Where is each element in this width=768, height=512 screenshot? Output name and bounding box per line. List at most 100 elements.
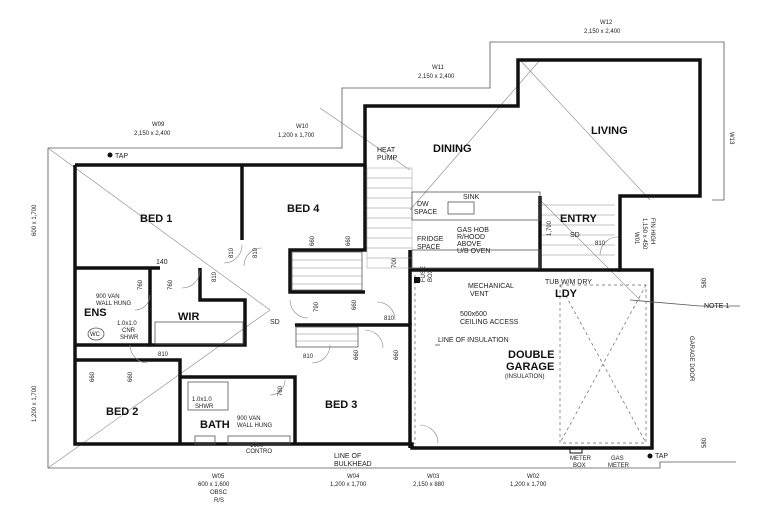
ens-shower-label-3: SHWR xyxy=(120,335,139,341)
room-label-bed2: BED 2 xyxy=(106,406,138,418)
window-tag-w12: W12 xyxy=(600,20,613,26)
door-label: 660 xyxy=(310,235,316,246)
room-label-ens: ENS xyxy=(84,307,107,319)
window-size-w12: 2,150 x 2,400 xyxy=(584,29,621,35)
door-label: 810 xyxy=(212,271,218,282)
robe-bed4 xyxy=(291,251,363,291)
room-label-garage: DOUBLE xyxy=(508,349,554,361)
note-label: NOTE 1 xyxy=(704,303,729,310)
bath-shower-label-2: SHWR xyxy=(195,404,214,410)
room-label-dining: DINING xyxy=(433,143,472,155)
ens-shower-label: 1.0x1.0 xyxy=(117,321,137,327)
window-note-w05: OBSC xyxy=(210,490,228,496)
dw-label: DW xyxy=(417,201,429,208)
door-label: 810 xyxy=(253,247,259,258)
roof-hip-line xyxy=(539,199,641,301)
room-label-wir: WIR xyxy=(178,311,199,323)
room-label-garage-2: GARAGE xyxy=(506,361,554,373)
bath-shower-label: 1.0x1.0 xyxy=(192,397,212,403)
smoke-detector-label: SD xyxy=(270,319,280,326)
door-label: 810 xyxy=(595,241,606,247)
ens-shower-label-2: CNR xyxy=(122,328,136,334)
toilet-icon xyxy=(87,327,105,341)
room-label-entry: ENTRY xyxy=(560,213,598,225)
dimension-140: 140 xyxy=(156,259,168,266)
ub-oven-label: U/B OVEN xyxy=(457,248,490,255)
garage-insulation-note: (INSULATION) xyxy=(505,374,545,380)
door-label: 810 xyxy=(158,352,169,358)
room-label-living: LIVING xyxy=(591,125,628,137)
room-label-bed3: BED 3 xyxy=(325,399,357,411)
window-tag-w02: W02 xyxy=(527,474,540,480)
roof-hip-line xyxy=(409,59,541,211)
roof-outline-top xyxy=(48,41,725,201)
window-size-w02: 1,200 x 1,700 xyxy=(510,482,547,488)
window-note-w01: FIN HIGH xyxy=(649,218,655,244)
roof-hip-line xyxy=(47,147,271,311)
door-label: 790 xyxy=(314,301,320,312)
door-swings xyxy=(129,236,619,444)
door-label: 660 xyxy=(346,235,352,246)
dining-floor-hatch xyxy=(366,167,413,269)
interior-wall xyxy=(288,165,367,294)
interior-wall xyxy=(148,268,247,347)
window-size-w01: 1,150 x 450 xyxy=(641,218,647,250)
window-size-w03: 2,150 x 880 xyxy=(413,482,445,488)
heat-pump-label: HEAT xyxy=(377,147,396,154)
tap-label: TAP xyxy=(115,153,128,160)
room-label-bath: BATH xyxy=(200,419,230,431)
ceiling-access-label-2: CEILING ACCESS xyxy=(460,319,519,326)
room-label-ldy: LDY xyxy=(555,288,578,300)
ens-vanity-label-2: WALL HUNG xyxy=(96,301,132,307)
window-tag-w11: W11 xyxy=(432,65,445,71)
robe-bed3 xyxy=(295,326,359,348)
window-note-w05b: R/S xyxy=(214,498,224,504)
tap-marker xyxy=(647,453,653,459)
interior-wall xyxy=(75,358,182,444)
roof-outline xyxy=(47,148,736,469)
sink-label: SINK xyxy=(463,194,480,201)
smoke-detector-label-2: SD xyxy=(570,232,580,239)
bath-tub xyxy=(227,435,291,445)
mech-vent-label-2: VENT xyxy=(470,291,489,298)
wc-label: WC xyxy=(90,332,101,338)
window-tag-w05: W05 xyxy=(212,474,225,480)
interior-wall xyxy=(180,375,297,444)
door-label: 660 xyxy=(394,349,400,360)
gas-meter-label: GAS xyxy=(611,456,624,462)
mech-vent-label: MECHANICAL xyxy=(468,283,514,290)
kitchen-bench-rear xyxy=(411,249,541,269)
dw-space-label: SPACE xyxy=(414,209,438,216)
window-tag-w09: W09 xyxy=(152,122,165,128)
note-leader xyxy=(629,299,701,307)
fridge-space-label: SPACE xyxy=(417,244,441,251)
ens-vanity-label: 900 VAN xyxy=(96,294,120,300)
gas-meter-label-2: METER xyxy=(608,463,630,469)
bath-vanity-label: 900 VAN xyxy=(237,416,261,422)
fuse-box-marker xyxy=(414,277,420,283)
exterior-wall xyxy=(73,58,702,450)
window-size-w05: 600 x 1,600 xyxy=(198,482,230,488)
tub-label: TUB W/M DRY xyxy=(545,279,592,286)
window-size-left1: 600 x 1,700 xyxy=(32,204,38,236)
meter-box-label-2: BOX xyxy=(573,463,586,469)
rhood-label: R/HOOD xyxy=(457,234,485,241)
window-size-w10: 1,200 x 1,700 xyxy=(278,133,315,139)
door-label: 810 xyxy=(229,247,235,258)
sink-icon xyxy=(447,201,475,215)
bath-vanity-label-2: WALL HUNG xyxy=(237,423,273,429)
wir-shelf xyxy=(154,321,244,345)
door-label: 660 xyxy=(354,349,360,360)
door-label: 700 xyxy=(392,257,398,268)
fridge-label: FRIDGE xyxy=(417,236,444,243)
garage-door-box xyxy=(559,284,647,444)
door-label: 760 xyxy=(138,279,144,290)
garage-door-label: GARAGE DOOR xyxy=(688,336,694,382)
door-label: 660 xyxy=(352,299,358,310)
insulation-label: LINE OF INSULATION xyxy=(438,337,509,344)
meter-box-marker xyxy=(569,446,583,454)
door-label: 760 xyxy=(168,279,174,290)
door-label: 760 xyxy=(278,385,284,396)
door-label: 660 xyxy=(128,371,134,382)
window-size-w04: 1,200 x 1,700 xyxy=(330,482,367,488)
